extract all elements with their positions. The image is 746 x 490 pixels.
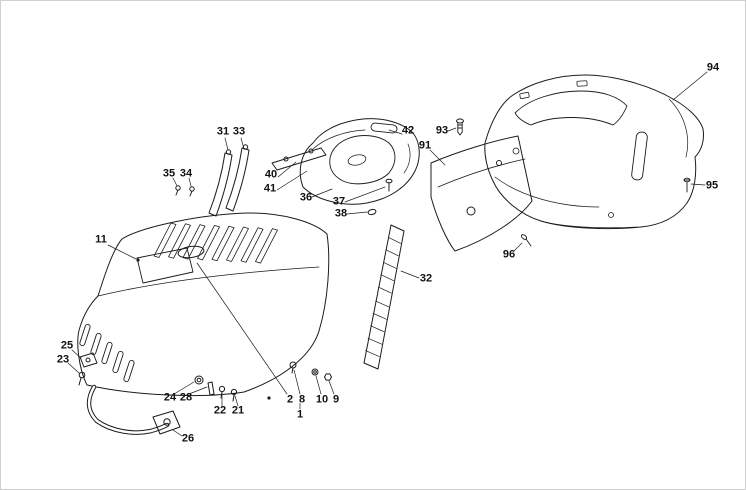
leader-36 bbox=[311, 188, 333, 198]
hood-grille-slots bbox=[79, 323, 135, 383]
leader-8 bbox=[293, 369, 301, 395]
bottom-hardware bbox=[78, 258, 332, 435]
leader-95 bbox=[690, 183, 706, 186]
leader-21 bbox=[234, 395, 239, 407]
engine-hood-part bbox=[77, 212, 330, 396]
leader-28 bbox=[188, 386, 208, 395]
leader-dot-2 bbox=[267, 396, 271, 400]
leader-93 bbox=[447, 127, 457, 132]
trim-strips-part bbox=[175, 144, 250, 217]
leader-34 bbox=[188, 177, 192, 187]
cable-rod bbox=[86, 384, 170, 435]
leader-41 bbox=[276, 170, 308, 191]
bracket-26 bbox=[152, 410, 181, 435]
nut-9 bbox=[324, 373, 332, 381]
leader-31 bbox=[224, 137, 229, 151]
bolt-8 bbox=[289, 361, 297, 374]
pins-34-35 bbox=[175, 185, 195, 197]
hood-opening bbox=[136, 247, 194, 284]
rear-body-part bbox=[484, 74, 704, 247]
leader-96 bbox=[513, 242, 523, 252]
rear-body-slot bbox=[631, 131, 648, 181]
leader-25 bbox=[71, 349, 82, 359]
leader-37 bbox=[344, 186, 386, 203]
screw-37 bbox=[385, 178, 393, 192]
pin-28 bbox=[207, 381, 215, 396]
console-part bbox=[271, 118, 420, 216]
heel-plate-part bbox=[430, 118, 533, 252]
leader-2 bbox=[196, 262, 288, 395]
leader-11 bbox=[107, 244, 137, 260]
clip-38 bbox=[367, 208, 377, 216]
washer-10 bbox=[311, 368, 319, 376]
hood-vent-slats bbox=[153, 222, 278, 264]
leader-9 bbox=[328, 380, 335, 395]
leader-91 bbox=[429, 149, 446, 166]
leader-42 bbox=[388, 129, 403, 135]
leader-35 bbox=[172, 177, 178, 187]
leader-32 bbox=[400, 270, 420, 279]
hood-oval-hole bbox=[177, 245, 205, 259]
leader-10 bbox=[315, 375, 322, 395]
leader-38 bbox=[346, 211, 368, 215]
screw-21 bbox=[230, 388, 238, 402]
leader-dot-11 bbox=[136, 258, 140, 262]
screw-96 bbox=[520, 234, 532, 247]
ribbed-strip-part bbox=[363, 224, 405, 370]
grommet-24 bbox=[194, 375, 204, 385]
screw-23 bbox=[78, 371, 86, 386]
leader-23 bbox=[67, 362, 80, 374]
leader-94 bbox=[672, 71, 708, 101]
leader-33 bbox=[240, 137, 245, 150]
bracket-40-41 bbox=[271, 147, 327, 171]
leader-26 bbox=[172, 429, 183, 437]
leader-24 bbox=[173, 381, 195, 395]
screw-95 bbox=[683, 177, 691, 193]
console-top-slot bbox=[370, 122, 398, 134]
clip-25 bbox=[79, 352, 98, 368]
leader-40 bbox=[277, 161, 297, 178]
bolt-93 bbox=[456, 118, 464, 136]
leader-lines bbox=[67, 71, 708, 437]
